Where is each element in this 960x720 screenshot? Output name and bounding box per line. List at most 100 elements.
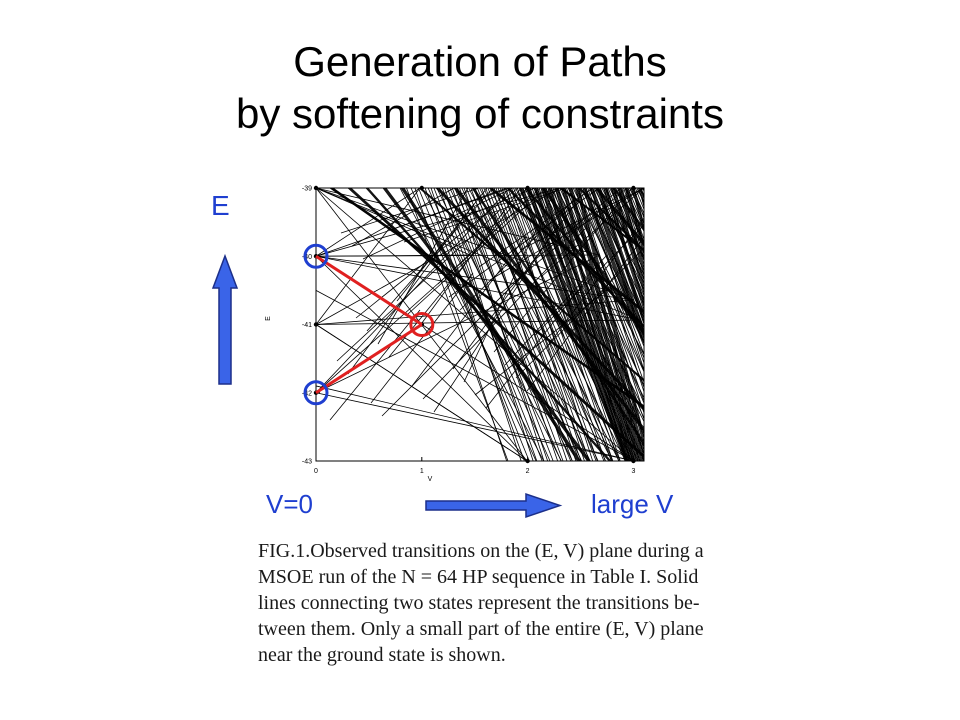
transition-line xyxy=(550,187,637,462)
transition-line xyxy=(584,187,645,342)
state-point xyxy=(419,185,425,191)
energy-label: E xyxy=(211,190,230,221)
transition-line xyxy=(329,309,421,421)
v-arrow-icon xyxy=(425,492,563,519)
v-end-label: large V xyxy=(591,489,674,519)
transition-line xyxy=(617,187,645,276)
transition-line xyxy=(582,187,645,364)
x-axis-label: V xyxy=(428,476,433,483)
transition-line xyxy=(556,187,639,462)
transition-line xyxy=(370,272,474,404)
x-tick-label: 0 xyxy=(314,468,318,475)
transition-line xyxy=(362,187,514,260)
transition-line xyxy=(604,187,645,308)
transition-line xyxy=(632,187,645,229)
y-tick-label: -40 xyxy=(302,254,312,261)
title-line-2: by softening of constraints xyxy=(236,90,724,137)
y-tick-label: -41 xyxy=(302,322,312,329)
transition-line xyxy=(315,187,635,301)
highlighted-path xyxy=(303,243,435,406)
transition-line xyxy=(564,187,644,462)
transition-line xyxy=(481,187,582,462)
transition-line xyxy=(493,187,614,462)
transition-line xyxy=(577,187,645,392)
transition-line xyxy=(583,187,645,345)
transition-line xyxy=(411,235,527,387)
transition-line xyxy=(603,187,645,311)
transition-line xyxy=(507,187,612,462)
transition-line xyxy=(562,187,642,462)
transition-line xyxy=(315,187,641,321)
transition-line xyxy=(315,187,601,256)
transition-line xyxy=(563,187,643,462)
transition-line xyxy=(433,221,561,413)
transition-line xyxy=(557,187,640,462)
transition-line xyxy=(625,187,645,252)
transition-line xyxy=(543,187,634,462)
highlighted-transition xyxy=(315,254,423,326)
state-point xyxy=(313,322,319,327)
transition-line xyxy=(599,187,645,316)
transition-line xyxy=(497,187,605,462)
transition-line xyxy=(315,187,635,462)
arrow-layer xyxy=(211,253,563,519)
red-state-marker xyxy=(409,312,435,337)
state-point xyxy=(313,185,319,191)
transition-line xyxy=(315,324,528,462)
transition-line xyxy=(392,187,508,230)
transition-line xyxy=(582,187,645,347)
transition-line xyxy=(605,187,645,305)
transition-line xyxy=(505,187,594,462)
transition-line xyxy=(534,187,630,462)
transition-line xyxy=(627,187,645,245)
transition-line xyxy=(633,187,645,225)
transition-line xyxy=(521,187,628,462)
transition-line xyxy=(638,187,645,208)
transition-line xyxy=(620,187,645,266)
state-point xyxy=(631,185,636,191)
transition-line xyxy=(315,319,641,325)
transition-line xyxy=(619,187,645,269)
transition-line xyxy=(315,392,635,462)
transition-line xyxy=(315,255,528,462)
blue-state-marker xyxy=(303,243,329,269)
transition-line xyxy=(437,187,541,285)
transition-line xyxy=(535,187,631,462)
transition-line xyxy=(631,187,645,232)
transition-line xyxy=(610,187,645,294)
transition-line xyxy=(548,187,635,462)
transition-line xyxy=(549,187,636,462)
transition-lines xyxy=(315,187,645,462)
transition-line xyxy=(596,187,645,325)
transition-line xyxy=(590,187,645,334)
figure-caption: FIG.1.Observed transitions on the (E, V)… xyxy=(258,540,704,666)
transition-line xyxy=(489,187,626,462)
transition-line xyxy=(624,187,645,255)
y-tick-label: -42 xyxy=(302,390,312,397)
y-axis-label: E xyxy=(265,316,272,321)
transition-line xyxy=(459,199,575,311)
transition-line xyxy=(598,187,645,319)
transition-line xyxy=(488,187,645,314)
transition-line xyxy=(611,187,645,291)
transition-line xyxy=(592,187,645,329)
transition-line xyxy=(452,198,580,370)
transition-line xyxy=(315,290,635,462)
transition-line xyxy=(399,187,545,462)
transition-line xyxy=(519,187,626,462)
transition-line xyxy=(463,191,555,383)
transition-line xyxy=(377,187,469,345)
transition-line xyxy=(597,187,645,322)
transition-line xyxy=(355,187,519,319)
transition-line xyxy=(570,187,645,455)
transition-line xyxy=(555,187,638,462)
state-point xyxy=(525,458,530,464)
transition-line xyxy=(407,187,547,315)
y-tick-label: -43 xyxy=(302,459,312,466)
transition-line xyxy=(576,187,645,443)
transition-line xyxy=(384,187,590,462)
transition-line xyxy=(536,187,632,462)
blue-state-marker xyxy=(303,380,329,406)
transition-line xyxy=(612,187,645,288)
